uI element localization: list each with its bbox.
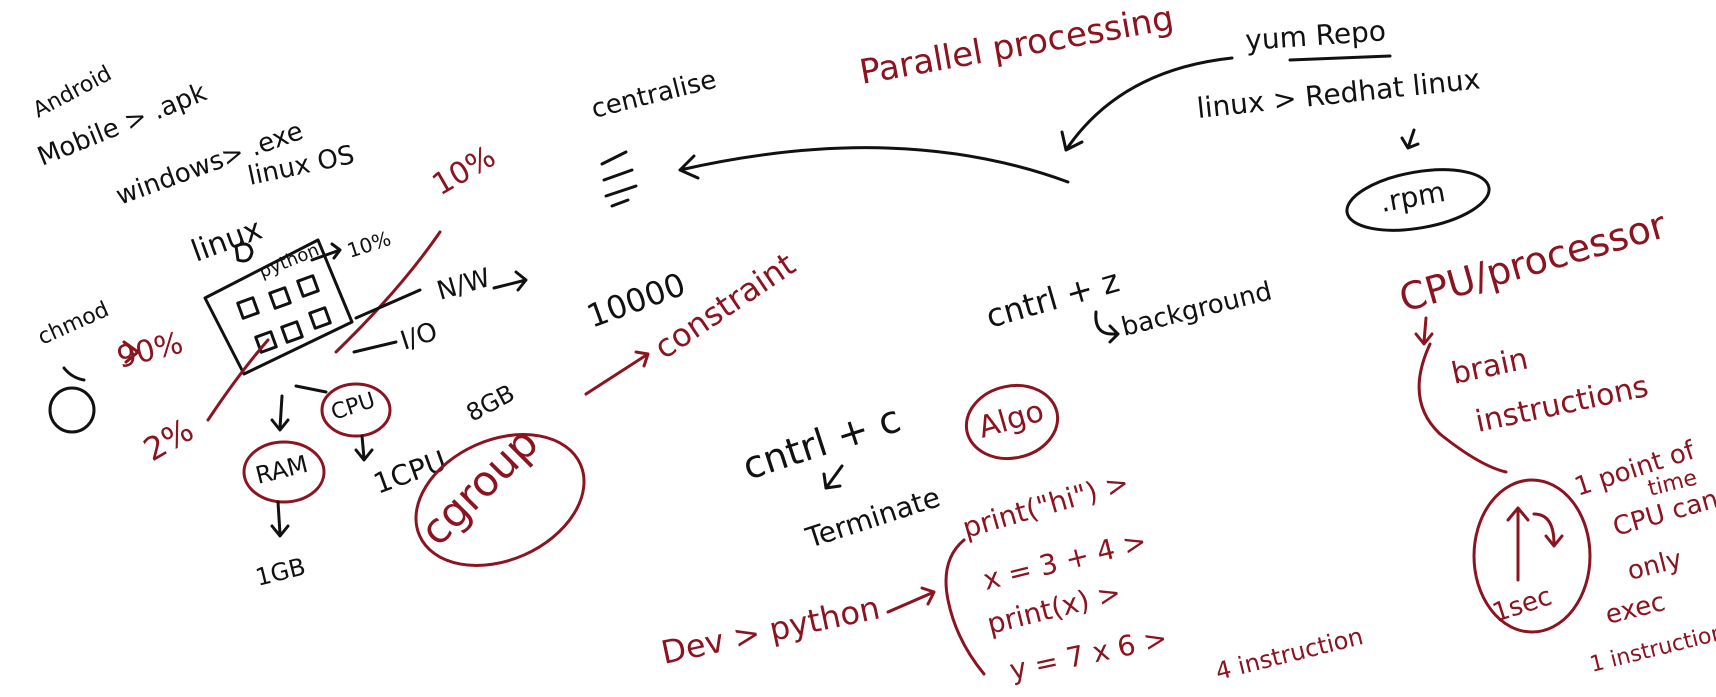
note-cgroup: cgroup [410,418,547,555]
ram-circle [242,440,326,504]
note-io: I/O [397,317,441,357]
chmod-tick [62,366,86,382]
note-background: background [1118,276,1274,342]
note-nw: N/W [434,263,494,307]
note-parallel-processing: Parallel processing [857,0,1177,93]
process-square [236,296,260,320]
code-brace [944,538,986,676]
up-arrow-1sec [1506,506,1530,582]
process-square [234,242,254,263]
note-90pct: 90% [113,326,186,376]
note-10pct-b: 10% [427,139,502,203]
arrow-to-terminate [822,464,844,490]
arrow-to-1cpu [354,434,374,462]
note-rpm: .rpm [1377,175,1447,219]
code-line-4: y = 7 x 6 > [1007,621,1171,687]
arrow-to-ram [270,394,290,432]
process-square [308,306,332,330]
process-square [254,330,278,354]
chmod-circle [48,386,96,434]
one-sec-circle [1472,478,1592,634]
red-line-2pct [206,338,270,422]
note-centralise: centralise [588,65,719,125]
cgroup-circle [414,433,586,567]
arrow-to-rpm [1400,128,1420,150]
red-arrowhead [122,340,140,364]
process-square [296,274,320,298]
linux-box-outline [203,238,354,376]
note-dev-python: Dev > python [658,588,883,671]
process-square [280,320,304,344]
hook-arrow-background [1094,310,1120,344]
curve-to-1sec [1417,342,1508,474]
line-to-io [352,340,398,354]
arrow-to-1gb [270,500,290,538]
note-yum-repo: yum Repo [1244,14,1387,57]
centralise-lines [600,150,638,208]
red-slash-line [334,230,442,354]
note-2pct: 2% [137,411,200,469]
note-android: Android [29,61,116,123]
line-to-cpu [294,384,328,394]
note-10pct: 10% [344,226,394,263]
line-to-nw [354,288,422,320]
note-linux-box: linux [187,212,267,270]
note-ctrl-z: cntrl + z [982,262,1124,336]
hook-arrow-1sec [1532,512,1564,548]
note-linux-redhat: linux > Redhat linux [1195,62,1481,125]
note-point-of-time-4: only [1624,544,1685,586]
note-point-of-time-5: exec [1602,587,1668,631]
note-ram: RAM [253,450,311,490]
note-4-instruction: 4 instruction [1213,622,1366,686]
note-terminate: Terminate [801,480,944,555]
arrow-dev-to-code [886,586,936,614]
process-square [268,286,292,310]
note-cpu-processor: CPU/processor [1394,202,1671,320]
arrow-nw [492,270,528,292]
arrow-to-brain [1414,316,1434,346]
algo-circle [964,384,1060,460]
yum-underline [1288,54,1392,62]
rpm-circle [1345,168,1491,232]
note-cpu: CPU [328,388,378,426]
cpu-circle [320,382,392,438]
note-ctrl-c: cntrl + c [737,396,906,488]
note-chmod: chmod [34,297,113,350]
note-brain: brain [1448,342,1531,392]
arrow-yum-to-centre [1060,56,1234,152]
note-1gb: 1GB [253,552,309,591]
arrow-to-constraint [584,350,650,396]
code-line-2: x = 3 + 4 > [980,524,1150,596]
note-algo: Algo [975,394,1048,446]
arrow-to-10pct [310,242,342,262]
note-1sec: 1sec [1489,581,1556,628]
arrow-to-centralise [678,146,1070,184]
note-point-of-time-6: 1 instruction [1587,620,1716,678]
